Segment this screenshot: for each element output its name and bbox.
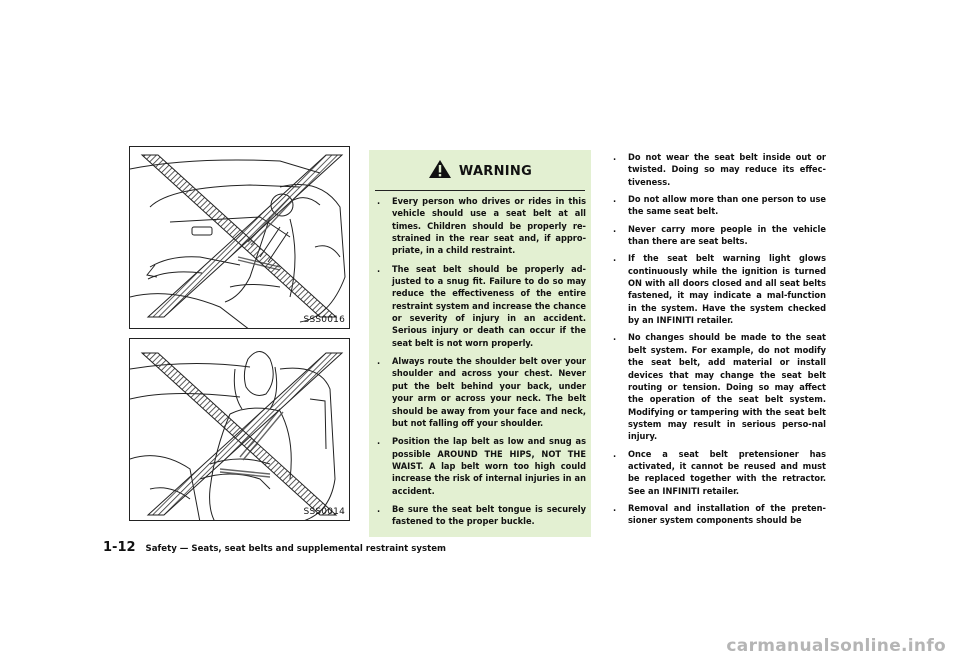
list-item: .Every person who drives or rides in thi… <box>377 196 586 257</box>
page-number: 1-12 <box>103 540 136 555</box>
list-item: .Once a seat belt pretensioner has activ… <box>613 448 826 497</box>
list-item: .No changes should be made to the seat b… <box>613 332 826 443</box>
watermark: carmanualsonline.info <box>726 636 946 656</box>
list-item: .Do not wear the seat belt inside out or… <box>613 152 826 188</box>
illustration-child-seat-belt <box>130 154 346 328</box>
list-item: .Never carry more people in the vehicle … <box>613 223 826 248</box>
warning-list: .Every person who drives or rides in thi… <box>376 196 586 535</box>
warning-box: WARNING .Every person who drives or ride… <box>369 150 591 537</box>
warning-divider <box>375 190 585 191</box>
right-column-list: .Do not wear the seat belt inside out or… <box>612 152 826 533</box>
page-footer: 1-12 Safety — Seats, seat belts and supp… <box>103 540 446 555</box>
section-title: Safety — Seats, seat belts and supplemen… <box>145 544 447 554</box>
warning-header: WARNING <box>369 156 591 186</box>
list-item: .Always route the shoulder belt over you… <box>377 356 586 429</box>
list-item: .Be sure the seat belt tongue is securel… <box>377 503 586 528</box>
list-item: .The seat belt should be properly ad-jus… <box>377 263 586 349</box>
illustration-adult-seat-belt <box>130 351 344 520</box>
list-item: .Removal and installation of the preten-… <box>613 502 826 527</box>
warning-triangle-icon <box>428 159 452 183</box>
figure-incorrect-adult-belt: SSS0014 <box>129 338 350 521</box>
figure-incorrect-child-belt: SSS0016 <box>129 146 350 329</box>
list-item: .If the seat belt warning light glows co… <box>613 253 826 327</box>
warning-title: WARNING <box>458 163 533 179</box>
figure-code: SSS0016 <box>303 315 345 325</box>
figure-code: SSS0014 <box>303 507 345 517</box>
list-item: .Do not allow more than one person to us… <box>613 194 826 218</box>
list-item: .Position the lap belt as low and snug a… <box>377 436 586 497</box>
